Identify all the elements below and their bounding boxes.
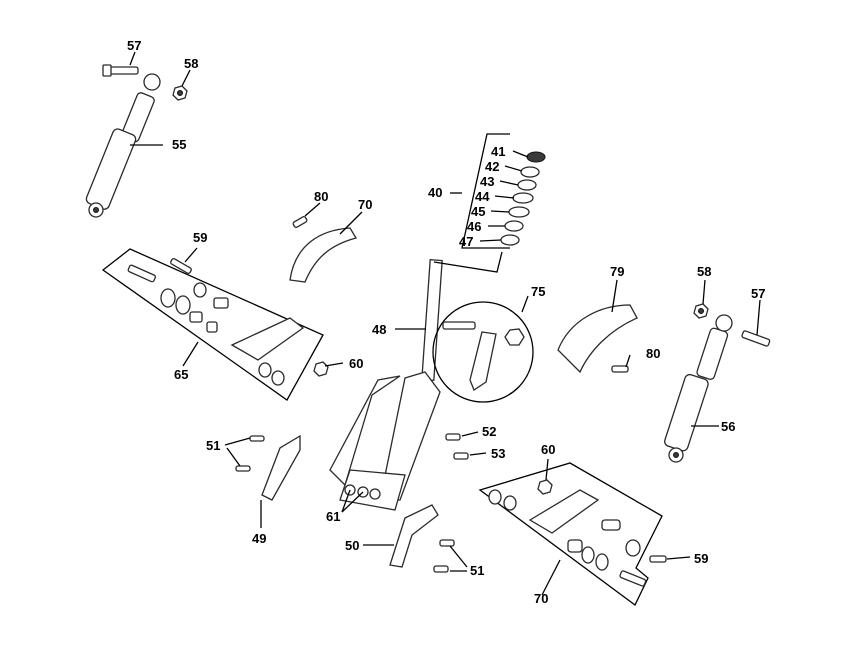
callout-60-left: 60 bbox=[349, 356, 363, 371]
nut-58-right bbox=[693, 303, 709, 319]
bearing-stack-41-47 bbox=[500, 151, 546, 246]
front-fork-48 bbox=[329, 259, 443, 511]
callout-58-left: 58 bbox=[184, 56, 198, 71]
bolt-80-right bbox=[611, 365, 629, 373]
callout-labels: 57 58 55 56 58 57 40 41 42 43 44 45 46 4… bbox=[127, 38, 765, 606]
group-frame-70 bbox=[478, 462, 663, 606]
nut-60-left bbox=[313, 361, 329, 377]
bolt-57-right bbox=[741, 330, 771, 347]
stem-link-line bbox=[433, 251, 503, 273]
fender-79 bbox=[557, 304, 638, 374]
callout-61: 61 bbox=[326, 509, 340, 524]
callout-48: 48 bbox=[372, 322, 386, 337]
fender-70-top bbox=[289, 215, 358, 283]
bracket-40 bbox=[461, 133, 510, 249]
bracket-49 bbox=[235, 434, 301, 501]
bolt-59-left bbox=[170, 257, 192, 275]
bracket-50 bbox=[389, 504, 439, 568]
callout-46: 46 bbox=[467, 219, 481, 234]
callout-60-right: 60 bbox=[541, 442, 555, 457]
callout-50: 50 bbox=[345, 538, 359, 553]
callout-55: 55 bbox=[172, 137, 186, 152]
callout-70-lower: 70 bbox=[534, 591, 548, 606]
callout-58-right: 58 bbox=[697, 264, 711, 279]
callout-52: 52 bbox=[482, 424, 496, 439]
callout-80-top: 80 bbox=[314, 189, 328, 204]
callout-59-right: 59 bbox=[694, 551, 708, 566]
assembly-70-parts bbox=[488, 479, 647, 587]
callout-75: 75 bbox=[531, 284, 545, 299]
callout-57-right: 57 bbox=[751, 286, 765, 301]
shock-absorber-56 bbox=[664, 314, 733, 463]
callout-41: 41 bbox=[491, 144, 505, 159]
link-arm-75 bbox=[442, 321, 525, 391]
bolts-52-53 bbox=[445, 433, 469, 460]
callout-65: 65 bbox=[174, 367, 188, 382]
callout-42: 42 bbox=[485, 159, 499, 174]
callout-51-lower: 51 bbox=[470, 563, 484, 578]
bolt-57-left bbox=[102, 64, 139, 77]
callout-45: 45 bbox=[471, 204, 485, 219]
callout-40: 40 bbox=[428, 185, 442, 200]
callout-70-top: 70 bbox=[358, 197, 372, 212]
callout-59-left: 59 bbox=[193, 230, 207, 245]
callout-79: 79 bbox=[610, 264, 624, 279]
bolts-51-lower bbox=[433, 539, 455, 573]
callout-47: 47 bbox=[459, 234, 473, 249]
detail-circle-75 bbox=[432, 301, 534, 403]
bolt-59-right bbox=[649, 555, 667, 563]
callout-56: 56 bbox=[721, 419, 735, 434]
callout-80-right: 80 bbox=[646, 346, 660, 361]
shock-absorber-55 bbox=[85, 73, 161, 218]
assembly-65-parts bbox=[127, 264, 305, 386]
nut-58-left bbox=[172, 85, 188, 101]
callout-44: 44 bbox=[475, 189, 490, 204]
callout-57-left: 57 bbox=[127, 38, 141, 53]
callout-49: 49 bbox=[252, 531, 266, 546]
group-frame-65 bbox=[101, 248, 324, 401]
callout-43: 43 bbox=[480, 174, 494, 189]
callout-51-upper: 51 bbox=[206, 438, 220, 453]
leader-lines bbox=[129, 51, 761, 596]
callout-53: 53 bbox=[491, 446, 505, 461]
